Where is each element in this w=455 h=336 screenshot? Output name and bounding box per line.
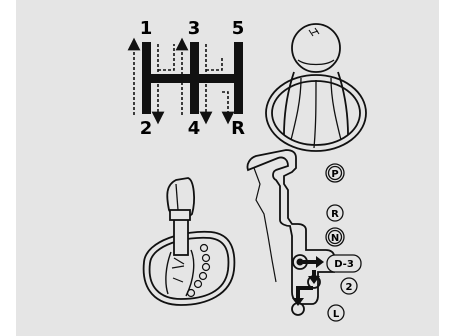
gate-label-3: 3	[188, 18, 201, 39]
position-L: L	[328, 305, 344, 321]
shifter-diagram-svg: 1 3 5 2 4 R	[16, 0, 439, 336]
gate-label-5: 5	[232, 18, 245, 39]
automatic-shift-lever-icon	[144, 178, 235, 305]
position-R: R	[327, 205, 343, 221]
position-2: 2	[341, 278, 357, 294]
automatic-gate-path	[247, 150, 334, 304]
gate-label-2: 2	[140, 118, 153, 139]
manual-gate-pattern: 1 3 5 2 4 R	[134, 18, 245, 139]
gate-label-4: 4	[188, 118, 201, 139]
gate-label-1: 1	[140, 18, 153, 39]
shift-knob-icon	[266, 24, 366, 151]
position-N: N	[326, 228, 344, 246]
position-P-label: P	[331, 169, 338, 180]
position-P: P	[326, 164, 344, 182]
position-L-label: L	[333, 309, 340, 320]
shifter-diagram-figure: 1 3 5 2 4 R	[16, 0, 439, 336]
position-N-label: N	[331, 233, 339, 244]
automatic-gate-arrows	[292, 255, 324, 315]
position-D3: D-3	[327, 255, 361, 272]
position-R-label: R	[331, 209, 339, 220]
position-2-label: 2	[346, 282, 353, 293]
gate-label-R: R	[231, 118, 245, 139]
position-D3-label: D-3	[334, 259, 354, 270]
